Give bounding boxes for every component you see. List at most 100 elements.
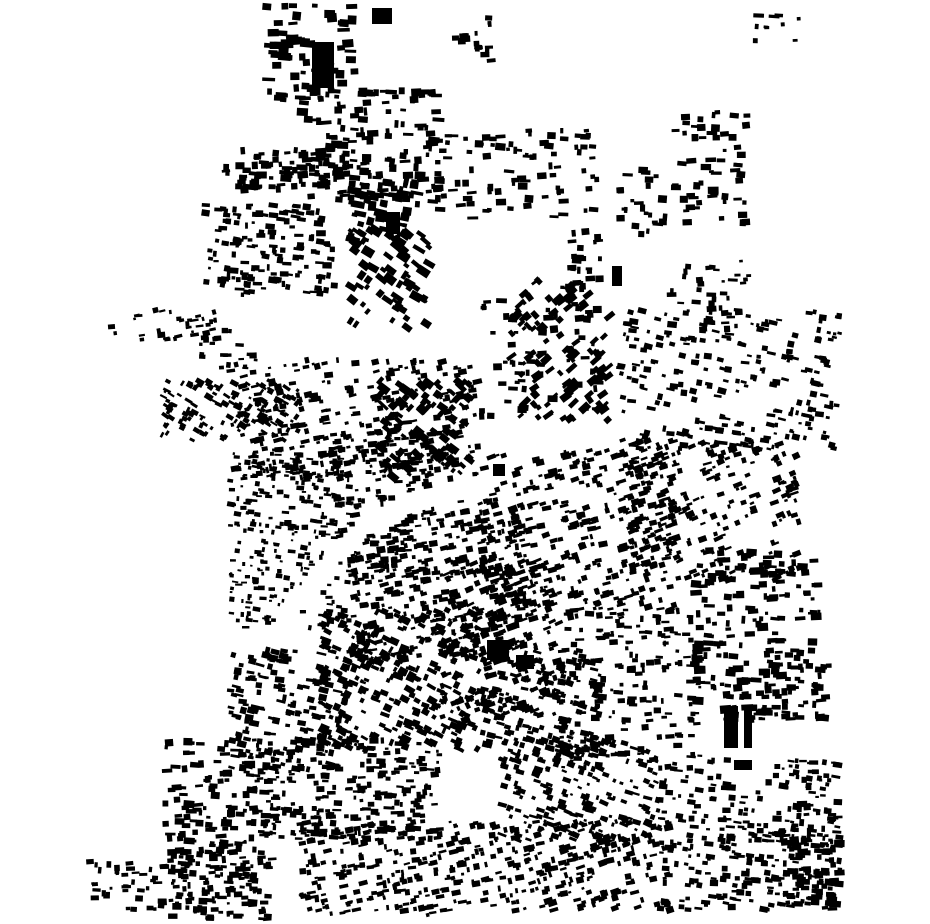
building bbox=[706, 305, 717, 313]
building bbox=[207, 248, 213, 253]
building bbox=[274, 771, 280, 775]
building bbox=[239, 174, 248, 179]
building bbox=[300, 438, 310, 445]
building bbox=[592, 658, 602, 664]
building bbox=[240, 476, 248, 481]
building bbox=[585, 394, 595, 405]
building bbox=[262, 468, 266, 474]
building bbox=[439, 148, 447, 154]
building bbox=[369, 540, 379, 547]
building bbox=[276, 216, 286, 222]
building bbox=[474, 472, 479, 476]
building bbox=[631, 222, 640, 230]
building bbox=[358, 450, 364, 454]
building bbox=[285, 723, 291, 728]
building bbox=[322, 515, 328, 519]
building bbox=[771, 631, 779, 636]
building bbox=[273, 594, 278, 599]
building bbox=[756, 354, 761, 359]
building bbox=[177, 418, 184, 425]
building bbox=[288, 505, 296, 510]
building bbox=[347, 474, 353, 478]
building bbox=[348, 393, 357, 398]
building bbox=[804, 421, 812, 427]
building bbox=[229, 559, 236, 562]
building bbox=[723, 652, 729, 659]
building bbox=[265, 162, 272, 169]
building bbox=[680, 113, 691, 121]
building bbox=[350, 200, 366, 209]
building bbox=[786, 571, 796, 577]
building bbox=[412, 825, 422, 832]
building bbox=[325, 133, 330, 140]
building bbox=[280, 432, 289, 437]
building bbox=[310, 757, 317, 763]
building bbox=[337, 473, 344, 477]
building bbox=[174, 847, 185, 854]
building bbox=[306, 499, 314, 504]
building bbox=[620, 728, 628, 731]
building bbox=[686, 614, 694, 619]
building bbox=[362, 438, 368, 443]
building bbox=[394, 119, 399, 128]
building bbox=[366, 129, 379, 137]
building bbox=[226, 911, 230, 917]
building bbox=[361, 789, 365, 794]
building bbox=[384, 157, 396, 163]
building bbox=[711, 296, 717, 303]
building bbox=[258, 431, 266, 437]
building bbox=[366, 781, 372, 788]
building bbox=[631, 365, 637, 372]
building bbox=[323, 493, 332, 497]
building bbox=[211, 391, 218, 397]
building bbox=[233, 361, 239, 368]
building bbox=[105, 891, 110, 895]
building bbox=[113, 330, 118, 336]
building bbox=[334, 716, 342, 724]
building bbox=[614, 663, 623, 668]
building bbox=[588, 206, 599, 213]
building bbox=[261, 253, 270, 260]
building bbox=[472, 378, 483, 386]
building bbox=[178, 318, 185, 323]
building bbox=[537, 350, 547, 356]
building bbox=[362, 99, 372, 107]
building bbox=[242, 364, 248, 369]
building bbox=[436, 753, 443, 757]
building bbox=[316, 230, 326, 237]
building bbox=[367, 172, 372, 179]
building bbox=[420, 819, 426, 824]
building bbox=[325, 272, 332, 279]
building bbox=[721, 557, 731, 563]
building bbox=[349, 158, 358, 163]
building bbox=[279, 560, 283, 563]
building bbox=[723, 325, 731, 333]
building bbox=[222, 212, 231, 218]
building bbox=[658, 218, 667, 226]
building bbox=[246, 352, 254, 357]
building bbox=[276, 489, 284, 495]
building bbox=[322, 435, 330, 442]
building bbox=[383, 641, 387, 646]
building bbox=[287, 171, 293, 179]
building bbox=[228, 611, 235, 615]
building bbox=[265, 800, 271, 803]
building bbox=[476, 142, 484, 146]
building bbox=[251, 162, 256, 166]
building bbox=[323, 241, 331, 247]
building bbox=[592, 305, 602, 314]
building bbox=[468, 387, 477, 393]
building bbox=[182, 886, 187, 892]
building bbox=[739, 281, 747, 285]
building bbox=[334, 411, 341, 416]
building bbox=[315, 261, 324, 265]
building bbox=[185, 854, 194, 861]
building bbox=[431, 109, 441, 115]
building bbox=[780, 22, 785, 27]
building bbox=[228, 848, 239, 856]
building bbox=[365, 469, 372, 475]
building bbox=[212, 900, 216, 904]
building bbox=[349, 513, 353, 518]
building bbox=[574, 721, 581, 727]
building bbox=[232, 206, 237, 213]
